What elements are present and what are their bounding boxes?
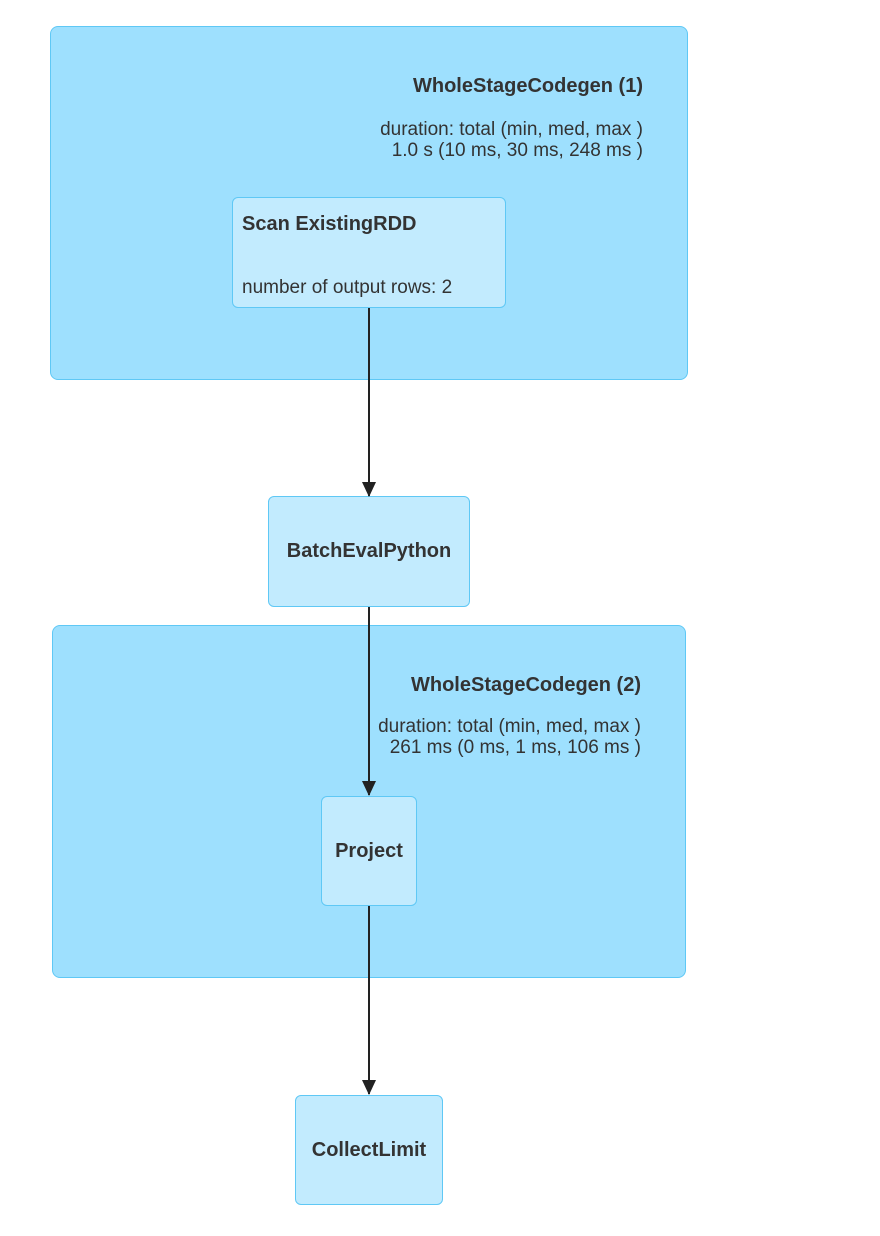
node-title: Scan ExistingRDD [242, 213, 417, 235]
node-title: CollectLimit [311, 1138, 427, 1161]
node-project[interactable]: Project [321, 796, 417, 906]
cluster-duration-metric: duration: total (min, med, max ) 261 ms … [378, 716, 641, 758]
cluster-title: WholeStageCodegen (1) [412, 75, 643, 97]
node-collectlimit[interactable]: CollectLimit [295, 1095, 443, 1205]
node-title: Project [335, 839, 403, 862]
output-rows-metric: number of output rows: 2 [242, 277, 453, 298]
duration-value: 261 ms (0 ms, 1 ms, 106 ms ) [389, 737, 641, 758]
node-batchevalpython[interactable]: BatchEvalPython [268, 496, 470, 607]
duration-label: duration: total (min, med, max ) [380, 119, 643, 140]
duration-value: 1.0 s (10 ms, 30 ms, 248 ms ) [391, 140, 643, 161]
duration-label: duration: total (min, med, max ) [378, 716, 641, 737]
node-scan-existingrdd[interactable]: Scan ExistingRDD number of output rows: … [232, 197, 506, 308]
node-title: BatchEvalPython [286, 540, 452, 562]
cluster-title: WholeStageCodegen (2) [410, 674, 641, 696]
cluster-duration-metric: duration: total (min, med, max ) 1.0 s (… [380, 119, 643, 161]
